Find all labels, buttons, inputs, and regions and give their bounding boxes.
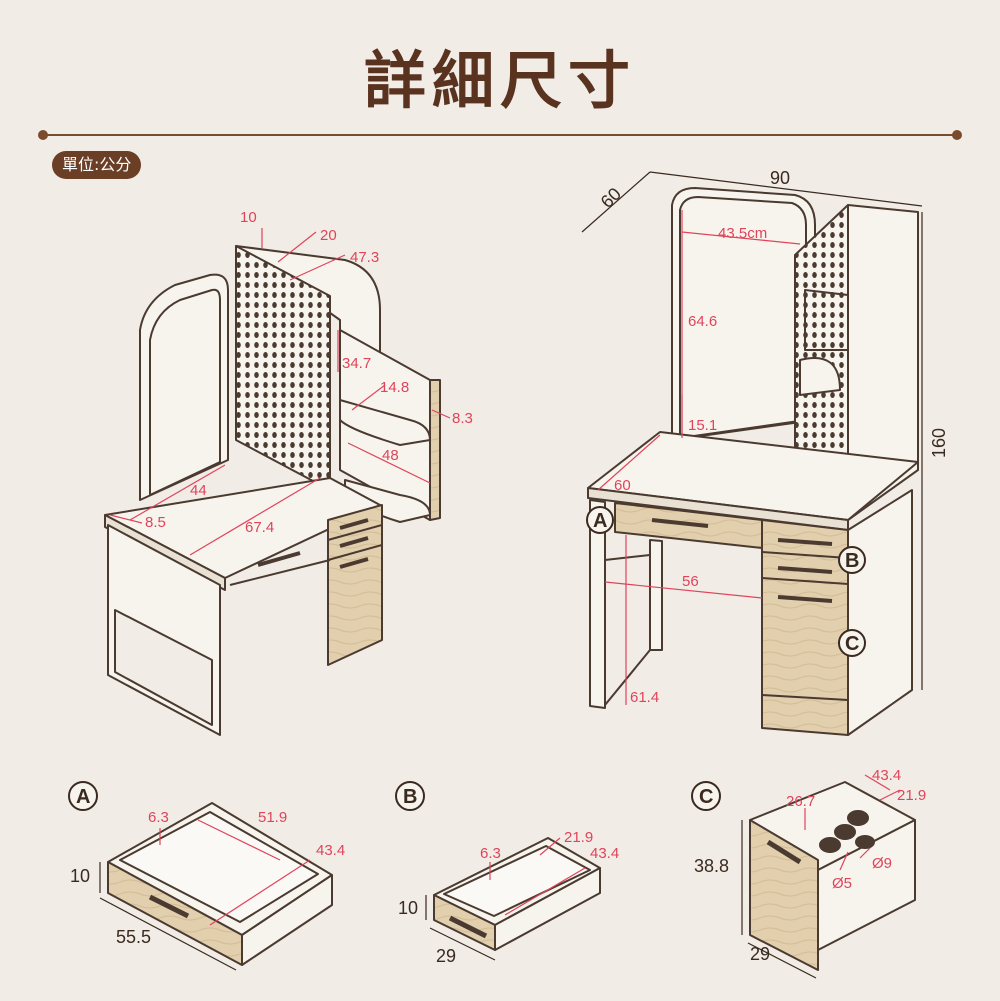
drawer-a-dim-2: 51.9 bbox=[258, 809, 287, 826]
divider-dot-left bbox=[38, 130, 48, 140]
drawer-b-diagram bbox=[433, 837, 601, 951]
drawer-a-dim-3: 43.4 bbox=[316, 842, 345, 859]
drawer-a-dim-1: 6.3 bbox=[148, 809, 169, 826]
drawer-a-dim-4: 10 bbox=[70, 866, 90, 886]
divider-dot-right bbox=[952, 130, 962, 140]
title-divider bbox=[42, 134, 958, 136]
left-dim-10: 67.4 bbox=[245, 519, 274, 536]
drawer-b-dim-2: 21.9 bbox=[564, 829, 593, 846]
page-title: 詳細尺寸 bbox=[363, 44, 636, 117]
marker-c: C bbox=[845, 633, 859, 655]
drawer-c-marker: C bbox=[699, 786, 713, 808]
drawer-c-dim-6: 38.8 bbox=[694, 856, 729, 876]
unit-badge: 單位:公分 bbox=[52, 151, 142, 179]
left-dim-1: 10 bbox=[240, 209, 257, 226]
left-dim-6: 8.3 bbox=[452, 410, 473, 427]
left-dim-4: 34.7 bbox=[342, 355, 371, 372]
left-dim-9: 8.5 bbox=[145, 514, 166, 531]
drawer-a-dim-5: 55.5 bbox=[116, 927, 151, 947]
right-dim-mirror-base: 15.1 bbox=[688, 417, 717, 434]
right-dim-depth: 60 bbox=[597, 184, 625, 212]
drawer-b-dim-3: 43.4 bbox=[590, 845, 619, 862]
left-dim-2: 20 bbox=[320, 227, 337, 244]
left-dim-5: 14.8 bbox=[380, 379, 409, 396]
drawer-c-dim-7: 29 bbox=[750, 944, 770, 964]
right-dim-mirror-width: 43.5cm bbox=[718, 225, 767, 242]
drawer-c-dim-3: 21.9 bbox=[897, 787, 926, 804]
drawer-b-dim-1: 6.3 bbox=[480, 845, 501, 862]
marker-a: A bbox=[593, 510, 607, 532]
drawer-c-dim-4: Ø9 bbox=[872, 855, 892, 872]
left-dim-3: 47.3 bbox=[350, 249, 379, 266]
drawer-c-dim-1: 43.4 bbox=[872, 767, 901, 784]
drawer-b-dim-5: 29 bbox=[436, 946, 456, 966]
left-dresser-view bbox=[104, 245, 441, 736]
right-dim-width: 90 bbox=[770, 168, 790, 188]
drawer-b-marker: B bbox=[403, 786, 417, 808]
drawer-b-dim-4: 10 bbox=[398, 898, 418, 918]
drawer-a-diagram bbox=[107, 802, 333, 966]
right-dim-knee-width: 56 bbox=[682, 573, 699, 590]
marker-b: B bbox=[845, 550, 859, 572]
right-dim-knee-height: 61.4 bbox=[630, 689, 659, 706]
drawer-c-dim-5: Ø5 bbox=[832, 875, 852, 892]
drawer-c-dim-2: 26.7 bbox=[786, 793, 815, 810]
drawer-a-marker: A bbox=[76, 786, 90, 808]
left-dim-7: 48 bbox=[382, 447, 399, 464]
right-dim-mirror-height: 64.6 bbox=[688, 313, 717, 330]
right-dim-desk-depth: 60 bbox=[614, 477, 631, 494]
drawer-c-diagram bbox=[749, 781, 916, 971]
right-dresser-view bbox=[587, 187, 919, 736]
right-dim-height: 160 bbox=[929, 428, 949, 458]
left-dim-8: 44 bbox=[190, 482, 207, 499]
